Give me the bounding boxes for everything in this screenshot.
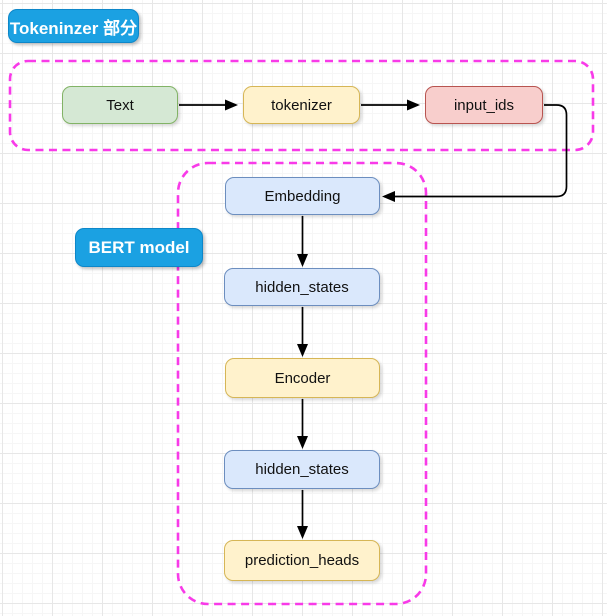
node-encoder-label: Encoder: [274, 369, 331, 387]
node-tokenizer: tokenizer: [243, 86, 360, 124]
node-text: Text: [62, 86, 178, 124]
bert-model-label: BERT model: [75, 228, 203, 267]
node-hidden-states-2-label: hidden_states: [255, 461, 349, 478]
tokenizer-section-container: [8, 59, 595, 152]
node-text-label: Text: [106, 96, 134, 114]
bert-model-label-text: BERT model: [88, 237, 190, 257]
node-hidden-states-1-label: hidden_states: [255, 278, 349, 296]
node-tokenizer-label: tokenizer: [271, 96, 332, 114]
tokenizer-section-label: Tokeninzer 部分: [8, 9, 139, 43]
bert-model-container: [176, 161, 428, 606]
node-prediction-heads-label: prediction_heads: [244, 552, 360, 569]
node-hidden-states-1: hidden_states: [224, 268, 380, 306]
node-embedding-label: Embedding: [264, 187, 341, 205]
edge-input-ids-to-embedding: [382, 104, 568, 202]
node-hidden-states-2: hidden_states: [224, 450, 380, 489]
node-encoder: Encoder: [225, 358, 380, 398]
node-embedding: Embedding: [225, 177, 380, 215]
node-input-ids-label: input_ids: [453, 96, 515, 114]
node-input-ids: input_ids: [425, 86, 543, 124]
tokenizer-section-label-text: Tokeninzer 部分: [9, 18, 138, 38]
node-prediction-heads: prediction_heads: [224, 540, 380, 581]
